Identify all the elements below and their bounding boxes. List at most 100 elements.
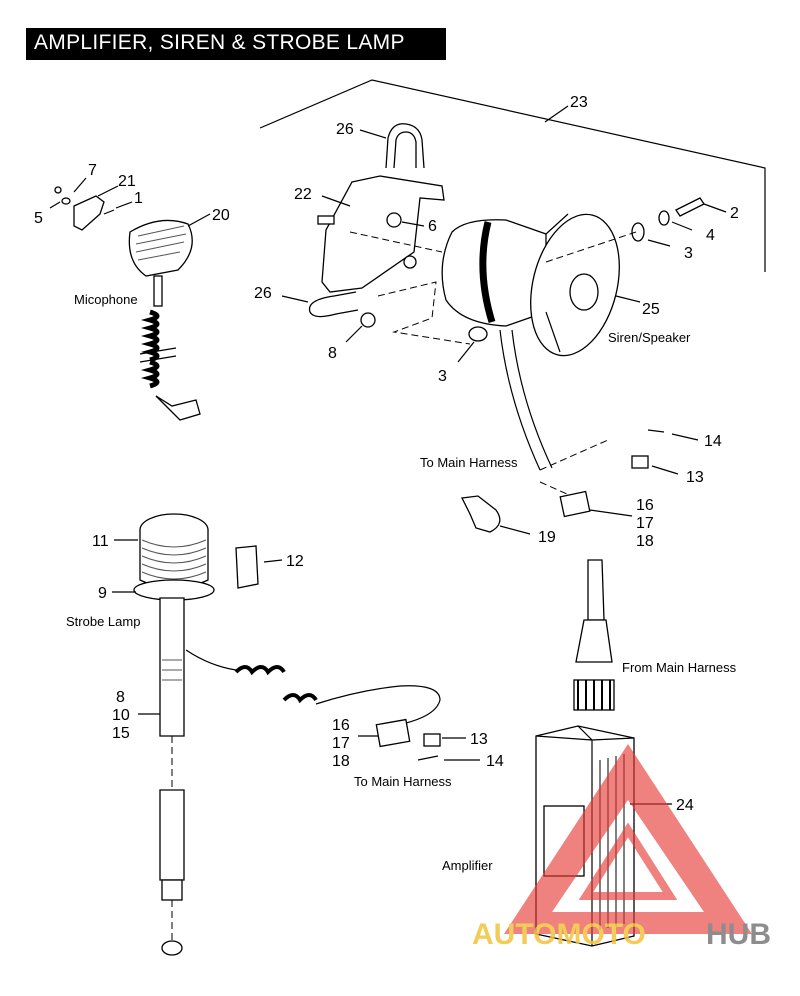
- strobe-cable-start: [185, 649, 237, 671]
- callout-16-top: 16: [636, 497, 654, 514]
- callout-15: 15: [112, 725, 130, 742]
- leader-8-top: [345, 325, 363, 343]
- strobe-coil-a: [234, 665, 286, 676]
- label-siren: Siren/Speaker: [608, 330, 691, 345]
- microphone-cord-stub: [153, 275, 163, 307]
- callout-9: 9: [98, 585, 107, 602]
- title-bar: [26, 28, 446, 60]
- siren-body: [441, 219, 547, 327]
- diagram-title: AMPLIFIER, SIREN & STROBE LAMP: [34, 31, 405, 54]
- siren-bracket-assembly: [281, 123, 471, 345]
- leader-3-left: [457, 341, 475, 363]
- part-26-ubolt-lower: [308, 291, 359, 318]
- callout-18-top: 18: [636, 533, 654, 550]
- callout-20: 20: [212, 207, 230, 224]
- leader-21: [97, 185, 119, 197]
- harness-boot: [575, 619, 613, 663]
- callout-19: 19: [538, 529, 556, 546]
- part-16-18-connector-bottom: [375, 718, 411, 748]
- leader-23: [544, 105, 569, 123]
- watermark-triangle-inner: [578, 822, 678, 900]
- leader-3-right: [647, 239, 671, 247]
- strobe-pole-upper: [159, 597, 185, 737]
- part-21-clip: [73, 195, 105, 231]
- component-labels: Micophone Siren/Speaker To Main Harness …: [66, 292, 737, 873]
- callout-26-top: 26: [336, 121, 354, 138]
- watermark-text-automoto: AUTOMOTO: [472, 918, 646, 951]
- callout-13-top: 13: [686, 469, 704, 486]
- siren-wire-b: [511, 329, 553, 469]
- callout-4: 4: [706, 227, 715, 244]
- part-3-washer-right: [631, 222, 645, 242]
- strobe-pole-lower: [159, 789, 185, 881]
- callout-14-bottom: 14: [486, 753, 504, 770]
- callout-16-bottom: 16: [332, 717, 350, 734]
- kit-bracket-line: [259, 79, 766, 272]
- siren-band: [479, 221, 496, 324]
- callout-3-right: 3: [684, 245, 693, 262]
- siren-speaker: [441, 197, 727, 499]
- part-8-nut: [360, 312, 376, 328]
- part-14-pin-bottom: [417, 755, 439, 761]
- leader-19: [499, 525, 531, 535]
- label-to-main-harness-top: To Main Harness: [420, 455, 518, 470]
- siren-wire-a: [499, 329, 541, 471]
- callout-24: 24: [676, 797, 694, 814]
- callout-13-bottom: 13: [470, 731, 488, 748]
- leader-14-top: [671, 433, 699, 441]
- part-3-washer-left: [468, 326, 488, 342]
- leader-2: [703, 203, 727, 213]
- leader-1: [115, 201, 133, 209]
- leader-25: [615, 295, 641, 303]
- bracket-screw: [317, 215, 335, 225]
- connector-pins: [577, 680, 611, 710]
- callout-11: 11: [92, 533, 109, 550]
- callout-6: 6: [428, 218, 437, 235]
- callout-12: 12: [286, 553, 304, 570]
- watermark-logo: AUTOMOTO HUB: [472, 744, 771, 951]
- callout-21: 21: [118, 173, 136, 190]
- callout-numbers: 7 21 1 5 20 26 22 6 23 2 4 3 26 25 8 3 1…: [34, 94, 739, 814]
- callout-23: 23: [570, 94, 588, 111]
- siren-center: [569, 273, 599, 311]
- callout-8-bottom: 8: [116, 689, 125, 706]
- bottom-connectors: [358, 718, 480, 761]
- siren-horn-edge-bottom: [545, 311, 561, 353]
- part-14-pin-top: [647, 429, 665, 433]
- leader-22: [321, 195, 351, 207]
- leader-6: [401, 221, 425, 227]
- part-16-18-connector-top: [559, 490, 591, 518]
- leader-7: [73, 177, 87, 193]
- callout-17-top: 17: [636, 515, 654, 532]
- strobe-coil-b: [282, 693, 318, 704]
- strobe-cable-end: [315, 685, 441, 725]
- microphone-coil-cord-lower: [140, 359, 160, 389]
- pole-ferrule: [161, 879, 183, 901]
- microphone-coil-cord-upper: [140, 309, 160, 363]
- part-6-nut: [386, 212, 402, 228]
- callout-18-bottom: 18: [332, 753, 350, 770]
- part-13-connector-top: [631, 455, 649, 469]
- callout-25: 25: [642, 301, 660, 318]
- callout-26-lower: 26: [254, 285, 272, 302]
- pole-grip: [162, 659, 182, 681]
- harness-cable: [587, 559, 605, 621]
- leader-26-top: [359, 129, 387, 139]
- part-9-base-ring: [133, 579, 215, 601]
- watermark-text-hub: HUB: [706, 918, 771, 951]
- bracket-nut: [403, 255, 417, 269]
- part-12-bracket: [235, 545, 259, 589]
- callout-8-top: 8: [328, 345, 337, 362]
- harness-dashes-top: [539, 439, 609, 499]
- part-26-ubolt-top: [385, 123, 425, 169]
- label-microphone: Micophone: [74, 292, 138, 307]
- part-7-washer: [54, 186, 62, 194]
- callout-14-top: 14: [704, 433, 722, 450]
- label-from-main-harness: From Main Harness: [622, 660, 737, 675]
- leader-20: [187, 213, 211, 227]
- siren-horn-edge-top: [545, 213, 569, 235]
- callout-17-bottom: 17: [332, 735, 350, 752]
- callout-3-left: 3: [438, 368, 447, 385]
